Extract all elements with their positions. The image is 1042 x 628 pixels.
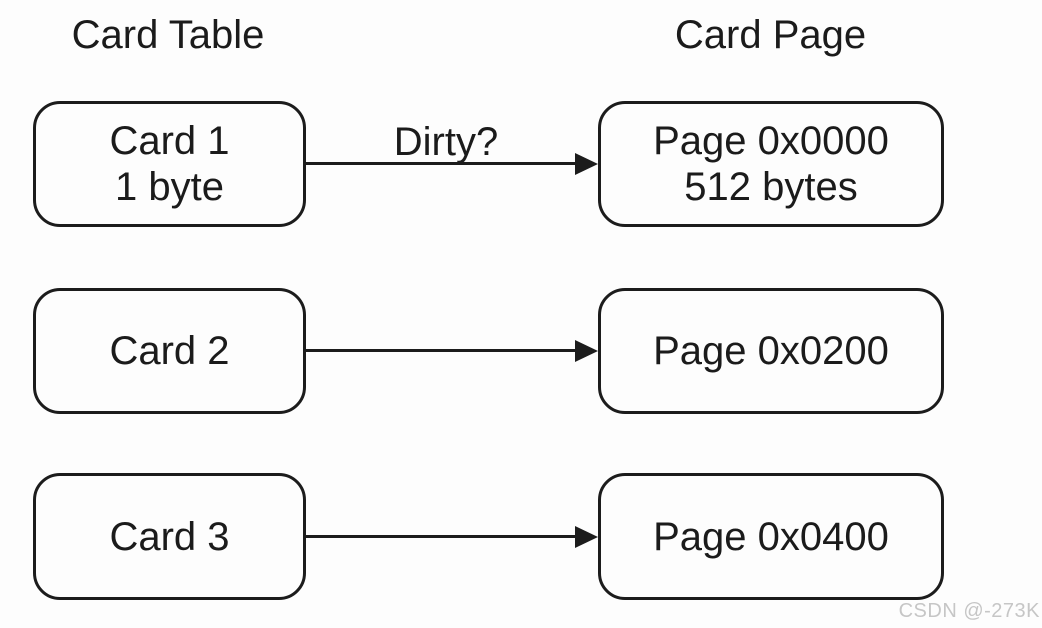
card-2-box: Card 2 <box>33 288 306 414</box>
column-header-card-page: Card Page <box>674 13 867 57</box>
card-2-label: Card 2 <box>109 329 230 373</box>
arrow-head-icon-row-2 <box>575 340 598 362</box>
column-header-card-table: Card Table <box>71 13 265 57</box>
card-1-label: Card 1 <box>109 119 230 163</box>
arrow-line-row-2 <box>305 349 577 352</box>
arrow-label-dirty: Dirty? <box>393 120 499 164</box>
card-1-box: Card 1 1 byte <box>33 101 306 227</box>
card-3-box: Card 3 <box>33 473 306 600</box>
page-0x0000-box: Page 0x0000 512 bytes <box>598 101 944 227</box>
page-0x0400-box: Page 0x0400 <box>598 473 944 600</box>
card-3-label: Card 3 <box>109 514 230 559</box>
page-0x0400-label: Page 0x0400 <box>653 514 889 559</box>
arrow-head-icon-row-3 <box>575 526 598 548</box>
arrow-head-icon-row-1 <box>575 153 598 175</box>
arrow-line-row-1 <box>305 162 577 165</box>
card-1-size-label: 1 byte <box>115 165 224 209</box>
page-0x0000-label: Page 0x0000 <box>653 119 889 163</box>
page-0x0000-size-label: 512 bytes <box>684 165 858 209</box>
arrow-line-row-3 <box>305 535 577 538</box>
csdn-watermark: CSDN @-273K <box>898 600 1040 622</box>
page-0x0200-box: Page 0x0200 <box>598 288 944 414</box>
page-0x0200-label: Page 0x0200 <box>653 329 889 373</box>
